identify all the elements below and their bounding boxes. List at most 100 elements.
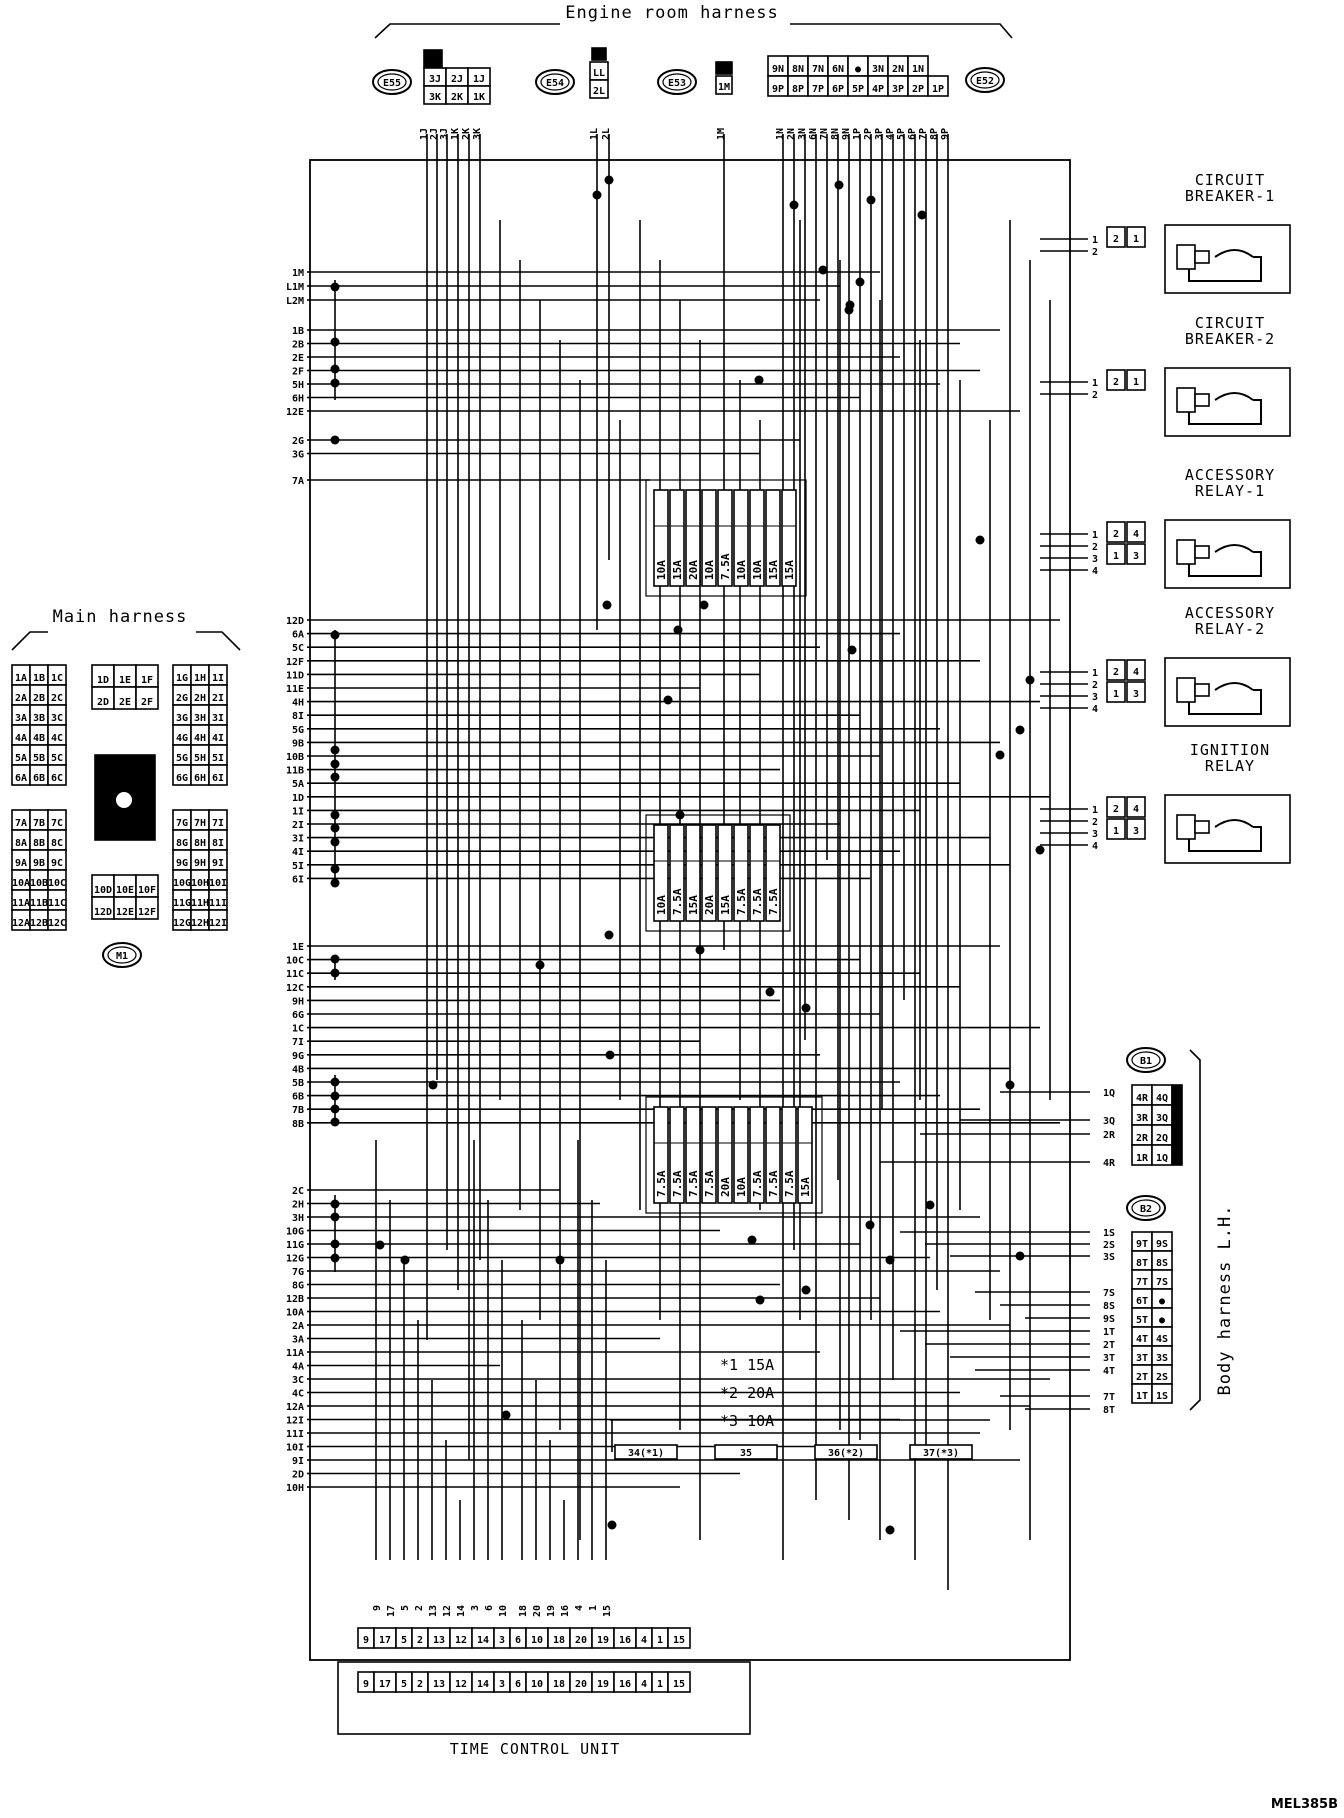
m1-top-mid-pin: 1E <box>119 675 131 686</box>
b2-pin: 8S <box>1156 1258 1168 1269</box>
left-pin-label: 2A <box>292 1321 304 1332</box>
fuse-block-2-outline <box>645 814 791 932</box>
tcu-wire-label: 16 <box>560 1605 571 1617</box>
left-pin-label: 2D <box>292 1470 304 1481</box>
m1-top-right-pin: 5I <box>212 753 224 764</box>
top-pin-label: 1P <box>852 128 863 140</box>
component-pin-box-label: 4 <box>1133 529 1139 540</box>
component-pin: 2 <box>1092 247 1098 258</box>
m1-top-left-pin: 5B <box>33 753 45 764</box>
connector-b1-tag-oval-inner <box>1131 1051 1161 1069</box>
tcu-connector-pin: 2 <box>417 1635 423 1646</box>
m1-bot-right-pin: 10G <box>173 878 191 889</box>
top-pin-label: 3K <box>472 128 483 140</box>
component-pin: 4 <box>1092 841 1098 852</box>
left-pin-label: 10G <box>286 1227 304 1238</box>
e52-pin: 5P <box>852 84 864 95</box>
tcu-wire-label: 3 <box>470 1605 481 1611</box>
left-pin-label: 3G <box>292 450 304 461</box>
m1-bot-left-pin: 9B <box>33 858 45 869</box>
tcu-unit-pin: 15 <box>673 1679 685 1690</box>
m1-bot-right-pin: 12I <box>209 918 227 929</box>
component-pin-box-label: 2 <box>1113 667 1119 678</box>
component-pin-box <box>1106 659 1126 681</box>
tcu-connector-pin: 10 <box>531 1635 543 1646</box>
m1-bot-right-pin: 7G <box>176 818 188 829</box>
left-pin-label: 11I <box>286 1429 304 1440</box>
tcu-unit-pin: 10 <box>531 1679 543 1690</box>
m1-top-right-pin: 3G <box>176 713 188 724</box>
connector-b1-tag: B1 <box>1140 1056 1152 1067</box>
tcu-unit-pin: 4 <box>641 1679 647 1690</box>
m1-top-left-pin: 4C <box>51 733 63 744</box>
b2-pin: 8T <box>1136 1258 1148 1269</box>
bottom-fuse <box>714 1444 778 1460</box>
m1-bot-left-pin: 12A <box>12 918 30 929</box>
left-pin-label: 12I <box>286 1416 304 1427</box>
fuse-block-2-fuse <box>669 824 685 922</box>
b2-pin: 1T <box>1136 1391 1148 1402</box>
component-pin: 1 <box>1092 530 1098 541</box>
wire-junction-dot <box>592 190 602 200</box>
tcu-wire-label: 12 <box>442 1605 453 1617</box>
m1-top-right-pin: 4H <box>194 733 206 744</box>
b2-pin: 9T <box>1136 1239 1148 1250</box>
connector-e55-tag: E55 <box>383 78 401 89</box>
wire-junction-dot <box>330 759 340 769</box>
wire-junction-dot <box>330 1077 340 1087</box>
fuse-block-3-fuse-rating: 7.5A <box>671 1170 684 1197</box>
m1-bot-mid-pin: 10D <box>94 885 112 896</box>
wire-junction-dot <box>535 960 545 970</box>
m1-bot-right-pin: 10I <box>209 878 227 889</box>
m1-bot-left-pin: 7C <box>51 818 63 829</box>
wire-junction-dot <box>330 282 340 292</box>
main-harness-title: Main harness <box>53 607 188 627</box>
fuse-block-3-fuse-rating: 10A <box>735 1177 748 1197</box>
component-symbol <box>1176 539 1196 565</box>
m1-bot-right-pin: 10H <box>191 878 209 889</box>
tcu-unit-pin: 12 <box>455 1679 467 1690</box>
component-name: CIRCUIT <box>1195 314 1265 332</box>
e52-pin: 8P <box>792 84 804 95</box>
m1-top-left-pin: 6B <box>33 773 45 784</box>
component-pin-box-label: 2 <box>1113 529 1119 540</box>
e52-cell <box>927 75 949 97</box>
top-pin-label: 2L <box>601 128 612 140</box>
fuse-block-3-fuse <box>781 1106 797 1204</box>
left-pin-label: 12G <box>286 1254 304 1265</box>
left-pin-label: 12E <box>286 407 304 418</box>
fuse-block-3-fuse <box>685 1106 701 1204</box>
fuse-block-1-fuse <box>765 489 781 587</box>
m1-bot-mid-pin: 12D <box>94 907 112 918</box>
wire-junction-dot <box>330 378 340 388</box>
e52-pin: 6P <box>832 84 844 95</box>
top-pin-label: 6P <box>907 128 918 140</box>
m1-top-right-pin: 5H <box>194 753 206 764</box>
wire <box>196 631 241 651</box>
tcu-wire-label: 5 <box>400 1605 411 1611</box>
left-pin-label: 11E <box>286 684 304 695</box>
e54-cell <box>589 79 609 99</box>
tcu-unit-pin: 2 <box>417 1679 423 1690</box>
fuse-block-3-fuse <box>733 1106 749 1204</box>
component-name: RELAY <box>1205 757 1255 775</box>
wire-junction-dot <box>330 864 340 874</box>
m1-top-right-pin: 3H <box>194 713 206 724</box>
component-pin: 1 <box>1092 378 1098 389</box>
b2-pin: 9S <box>1156 1239 1168 1250</box>
connector-e53-tag-oval-inner <box>662 73 692 91</box>
m1-top-right-pin: 2G <box>176 693 188 704</box>
fuse-block-1-fuse-rating: 10A <box>655 560 668 580</box>
top-pin-label: 2J <box>429 128 440 140</box>
m1-bot-left-pin: 12C <box>48 918 66 929</box>
tcu-unit-pin: 19 <box>597 1679 609 1690</box>
left-pin-label: 10A <box>286 1308 304 1319</box>
component-name: RELAY-2 <box>1195 620 1265 638</box>
m1-top-right-pin: 4G <box>176 733 188 744</box>
fuse-block-1-fuse-rating: 7.5A <box>719 553 732 580</box>
m1-top-mid-pin: 1D <box>97 675 109 686</box>
tcu-connector-pin: 13 <box>433 1635 445 1646</box>
fuse-block-2-fuse-rating: 7.5A <box>767 888 780 915</box>
wire-junction-dot <box>330 837 340 847</box>
